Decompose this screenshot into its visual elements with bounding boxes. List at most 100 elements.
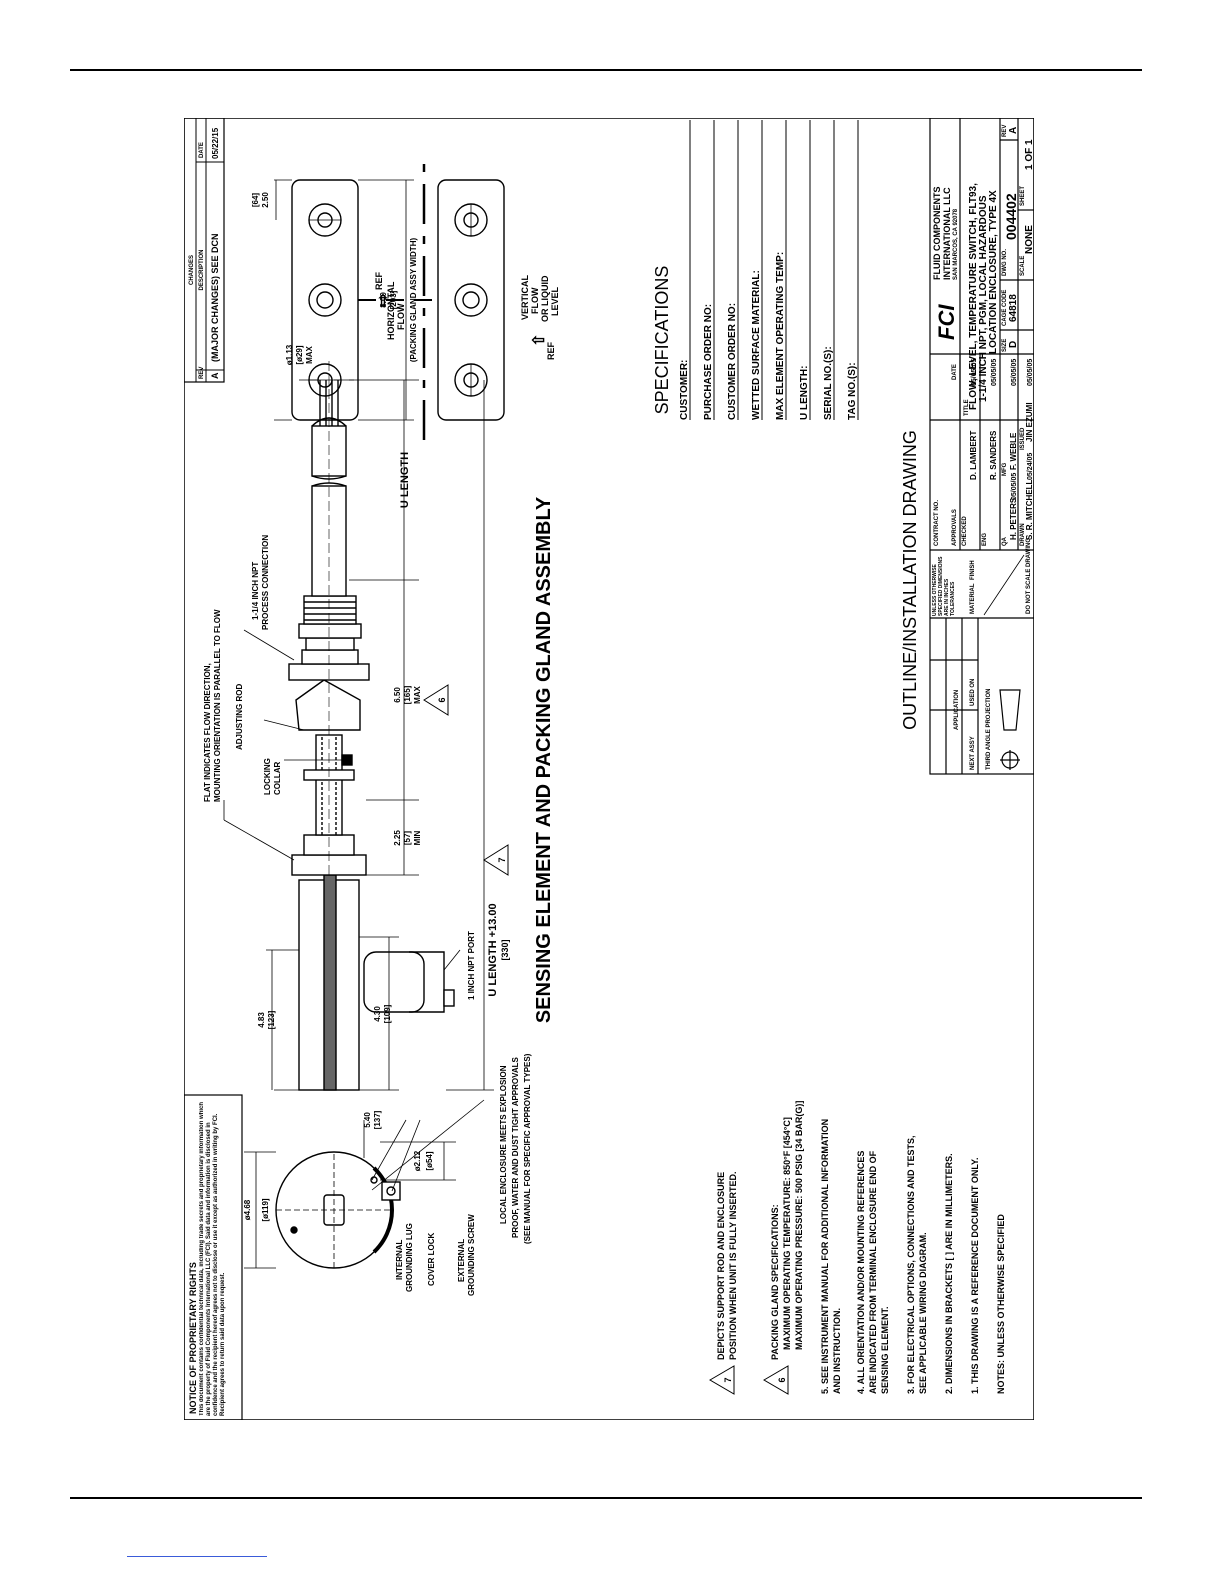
top-page-rule bbox=[70, 69, 1142, 71]
dim-u-length-plus-13: U LENGTH +13.00 bbox=[487, 903, 499, 996]
flag6-line-1: PACKING GLAND SPECIFICATIONS: bbox=[770, 1204, 780, 1360]
tb-fci-logo: FCI bbox=[934, 304, 959, 340]
dim-4-83: 4.83 bbox=[257, 1012, 266, 1028]
tb-projection: THIRD ANGLE PROJECTION bbox=[986, 689, 992, 770]
tb-contract-no: CONTRACT NO. bbox=[934, 500, 940, 546]
sensing-element-side-view bbox=[223, 360, 494, 1091]
flag6-line-3: MAXIMUM OPERATING PRESSURE: 500 PSIG [34… bbox=[794, 1101, 804, 1350]
locking-collar-2: COLLAR bbox=[273, 761, 282, 795]
tb-eng-date: 05/05/05 bbox=[991, 359, 998, 386]
note-flag-7: 7 bbox=[723, 1377, 733, 1382]
horizontal-ref: REF bbox=[374, 271, 384, 290]
label-external-grounding-screw-2: GROUNDING SCREW bbox=[467, 1214, 476, 1296]
dim-u-length-plus-13-mm: [330] bbox=[500, 939, 510, 960]
tb-sheet-label: SHEET bbox=[1020, 186, 1026, 206]
tb-rev-label: REV bbox=[1002, 125, 1008, 137]
note-line: 1. THIS DRAWING IS A REFERENCE DOCUMENT … bbox=[970, 1157, 980, 1394]
tb-dwg-label: DWG NO. bbox=[1002, 249, 1008, 276]
npt-port-label: 1 INCH NPT PORT bbox=[467, 931, 476, 1000]
tb-used-on: USED ON bbox=[970, 679, 976, 706]
tb-material: MATERIAL bbox=[970, 583, 976, 614]
tb-mfg-name: F. WEBLE bbox=[1009, 432, 1018, 470]
tb-checked-name: D. LAMBERT bbox=[969, 431, 978, 480]
tb-qa: QA bbox=[1002, 536, 1008, 546]
flat-note-2: MOUNTING ORIENTATION IS PARALLEL TO FLOW bbox=[213, 609, 222, 802]
vertical-flow-4: LEVEL bbox=[550, 286, 560, 316]
rev-header: REV bbox=[199, 367, 205, 379]
label-external-grounding-screw-1: EXTERNAL bbox=[457, 1239, 466, 1282]
notice-title: NOTICE OF PROPRIETARY RIGHTS bbox=[188, 1262, 198, 1414]
vertical-flow-1: VERTICAL bbox=[520, 274, 530, 320]
dim-2-12: ø2.12 bbox=[413, 1150, 422, 1171]
tb-company-3: SAN MARCOS, CA 92078 bbox=[953, 208, 959, 280]
notes-block: 6 7 DEPICTS SUPPORT ROD AND ENCLOSURE PO… bbox=[709, 1101, 1006, 1395]
bottom-page-rule bbox=[70, 1497, 1142, 1499]
spec-field: U LENGTH: bbox=[799, 366, 810, 420]
title-block bbox=[929, 118, 1034, 775]
note-line: 2. DIMENSIONS IN BRACKETS [ ] ARE IN MIL… bbox=[944, 1153, 954, 1394]
arrow-right-icon: ⇨ bbox=[375, 293, 392, 307]
vertical-flow-3: OR LIQUID bbox=[540, 275, 550, 322]
dim-5-40: 5.40 bbox=[363, 1112, 372, 1128]
tb-drawn: DRAWN bbox=[1020, 523, 1026, 546]
flag7-line-1: DEPICTS SUPPORT ROD AND ENCLOSURE bbox=[716, 1172, 726, 1360]
tb-sheet: 1 OF 1 bbox=[1024, 139, 1034, 170]
horizontal-flow-1: HORIZONTAL bbox=[386, 281, 396, 340]
dim-u-length: U LENGTH bbox=[399, 452, 411, 508]
tb-company-2: INTERNATIONAL LLC bbox=[942, 187, 952, 280]
tb-eng-name: R. SANDERS bbox=[989, 430, 998, 480]
enclosure-note-1: LOCAL ENCLOSURE MEETS EXPLOSION bbox=[499, 1065, 508, 1224]
label-internal-grounding-lug-1: INTERNAL bbox=[395, 1239, 404, 1280]
tb-mfg: MFG bbox=[1002, 462, 1008, 476]
tb-dwg-no: 004402 bbox=[1003, 193, 1019, 240]
flat-note-1: FLAT INDICATES FLOW DIRECTION, bbox=[203, 663, 212, 802]
dim-2-50-mm: [64] bbox=[251, 193, 260, 208]
dim-4-30: 4.30 bbox=[373, 1006, 382, 1022]
tb-application: APPLICATION bbox=[954, 690, 960, 730]
dim-8-00: 8.00 bbox=[379, 292, 388, 308]
dim-1-13-qualifier: MAX bbox=[305, 345, 314, 363]
rev-date-header: DATE bbox=[199, 142, 205, 158]
horizontal-flow-2: FLOW bbox=[396, 303, 406, 330]
engineering-drawing: 8 7 6 5 4 3 2 1 8 7 6 5 4 3 2 1 D C B A … bbox=[184, 118, 1034, 1420]
note-line: AND INSTRUCTION. bbox=[832, 1308, 842, 1394]
dim-6-50-qualifier: MAX bbox=[413, 685, 422, 703]
rev-description: (MAJOR CHANGES) SEE DCN bbox=[210, 233, 220, 362]
dim-4-30-mm: [109] bbox=[383, 1004, 392, 1023]
flag6-line-2: MAXIMUM OPERATING TEMPERATURE: 850°F [45… bbox=[782, 1117, 792, 1350]
vertical-flow-2: FLOW bbox=[530, 287, 540, 314]
dim-2-25-qualifier: MIN bbox=[413, 830, 422, 845]
note-line: SEE APPLICABLE WIRING DIAGRAM. bbox=[918, 1232, 928, 1394]
footer-link[interactable] bbox=[127, 1556, 267, 1557]
dim-2-25-mm: [57] bbox=[403, 831, 412, 846]
revision-block: CHANGES REV DESCRIPTION DATE A (MAJOR CH… bbox=[184, 118, 225, 383]
tb-checked-date: 05/05/05 bbox=[971, 359, 978, 386]
tb-tolerances: UNLESS OTHERWISE SPECIFIED DIMENSIONS AR… bbox=[932, 556, 956, 616]
tb-rev: A bbox=[1008, 127, 1019, 134]
adjusting-rod-label: ADJUSTING ROD bbox=[235, 684, 244, 750]
note-flag-6: 6 bbox=[777, 1377, 787, 1382]
flag-7: 7 bbox=[497, 857, 507, 862]
side-view-texts: FLAT INDICATES FLOW DIRECTION, MOUNTING … bbox=[203, 344, 555, 1129]
enclosure-end-view bbox=[244, 1099, 485, 1269]
tb-scale-label: SCALE bbox=[1020, 256, 1026, 276]
rev-changes-header: CHANGES bbox=[189, 255, 195, 285]
tb-mfg-date: 05/05/05 bbox=[1011, 359, 1018, 386]
flag7-line-2: POSITION WHEN UNIT IS FULLY INSERTED. bbox=[728, 1171, 738, 1360]
label-internal-grounding-lug-2: GROUNDING LUG bbox=[405, 1223, 414, 1292]
outline-drawing-title: OUTLINE/INSTALLATION DRAWING bbox=[900, 430, 920, 730]
rev-description-header: DESCRIPTION bbox=[199, 249, 205, 290]
tb-finish: FINISH bbox=[970, 560, 976, 580]
notes-heading: NOTES: UNLESS OTHERWISE SPECIFIED bbox=[996, 1214, 1006, 1394]
dim-4-83-mm: [123] bbox=[267, 1010, 276, 1029]
tb-cage-label: CAGE CODE bbox=[1002, 290, 1008, 326]
tb-cage: 64818 bbox=[1008, 294, 1019, 322]
tb-issued: ISSUED bbox=[1020, 427, 1026, 450]
spec-field: SERIAL NO.(S): bbox=[823, 346, 834, 420]
specifications-title: SPECIFICATIONS bbox=[652, 266, 672, 415]
tb-qa-name: H. PETERS bbox=[1009, 497, 1018, 540]
dim-2-25: 2.25 bbox=[393, 830, 402, 846]
notice-text: This document contains confidential tech… bbox=[199, 1101, 226, 1416]
spec-field: PURCHASE ORDER NO: bbox=[703, 304, 714, 420]
tb-date-header: DATE bbox=[952, 364, 958, 380]
